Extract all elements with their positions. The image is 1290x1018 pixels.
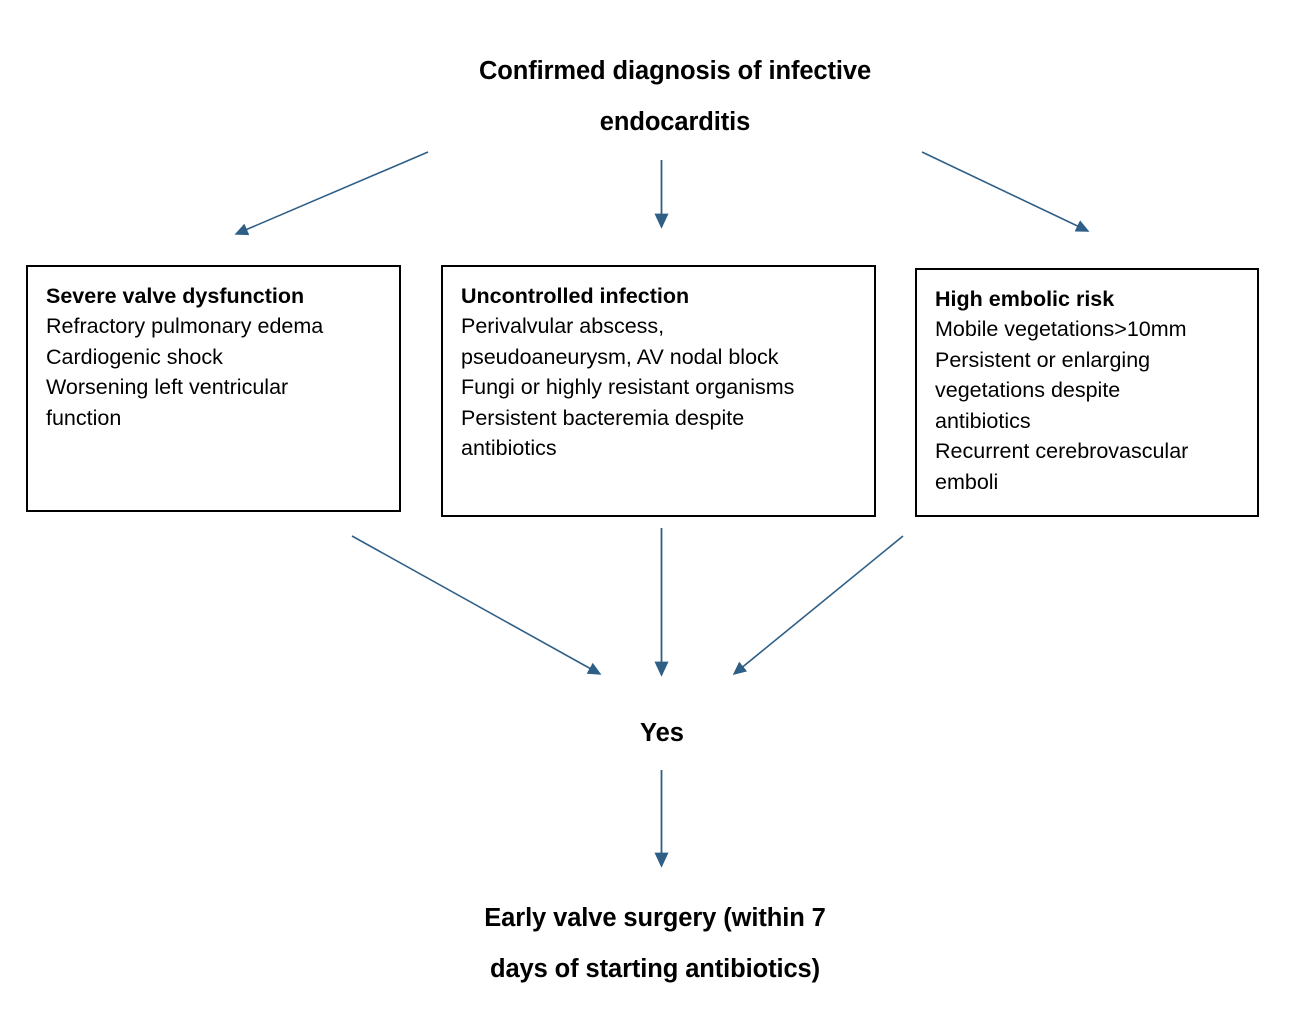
connector-title-to-severe <box>234 151 429 236</box>
outcome-line-2: days of starting antibiotics) <box>489 955 821 983</box>
box-line-embolic-3: vegetations despite <box>935 378 1121 402</box>
box-content-uncontrolled: Uncontrolled infection Perivalvular absc… <box>443 267 874 464</box>
node-early-valve-surgery: Early valve surgery (within 7 days of st… <box>400 893 910 995</box>
connector-title-to-embolic <box>921 151 1090 232</box>
box-line-severe-4: function <box>46 405 122 430</box>
box-content-severe: Severe valve dysfunction Refractory pulm… <box>28 267 399 433</box>
box-line-severe-1: Refractory pulmonary edema <box>46 314 324 338</box>
box-heading-embolic: High embolic risk <box>935 287 1115 311</box>
node-confirmed-diagnosis: Confirmed diagnosis of infective endocar… <box>420 46 930 148</box>
box-line-uncontrolled-2: pseudoaneurysm, AV nodal block <box>461 344 779 369</box>
outcome-line-1: Early valve surgery (within 7 <box>484 904 826 932</box>
title-line-1: Confirmed diagnosis of infective <box>478 57 872 85</box>
node-yes-decision: Yes <box>640 719 684 747</box>
box-heading-uncontrolled: Uncontrolled infection <box>461 284 690 308</box>
box-line-embolic-6: emboli <box>935 469 999 494</box>
box-heading-severe: Severe valve dysfunction <box>46 284 305 308</box>
box-line-embolic-2: Persistent or enlarging <box>935 347 1151 372</box>
box-line-uncontrolled-3: Fungi or highly resistant organisms <box>461 375 795 399</box>
node-high-embolic-risk: High embolic risk Mobile vegetations>10m… <box>915 268 1259 517</box>
box-line-embolic-1: Mobile vegetations>10mm <box>935 317 1187 341</box>
box-line-uncontrolled-4: Persistent bacteremia despite <box>461 405 745 430</box>
box-line-severe-3: Worsening left ventricular <box>46 375 289 399</box>
box-line-embolic-5: Recurrent cerebrovascular <box>935 439 1189 463</box>
box-line-uncontrolled-1: Perivalvular abscess, <box>461 314 665 338</box>
title-line-2: endocarditis <box>599 108 751 136</box>
box-line-embolic-4: antibiotics <box>935 408 1031 433</box>
node-uncontrolled-infection: Uncontrolled infection Perivalvular absc… <box>441 265 876 517</box>
box-content-embolic: High embolic risk Mobile vegetations>10m… <box>917 270 1257 497</box>
connector-embolic-to-yes <box>732 535 904 676</box>
box-line-uncontrolled-5: antibiotics <box>461 436 557 460</box>
connector-severe-to-yes <box>351 535 602 675</box>
node-severe-valve-dysfunction: Severe valve dysfunction Refractory pulm… <box>26 265 401 512</box>
box-line-severe-2: Cardiogenic shock <box>46 344 223 369</box>
